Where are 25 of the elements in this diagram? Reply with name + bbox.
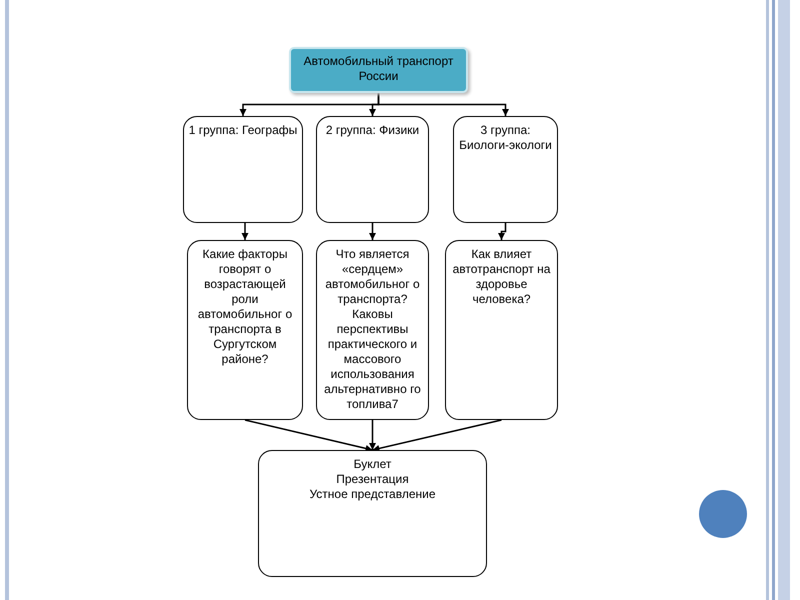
arrow bbox=[242, 223, 248, 240]
group-box bbox=[183, 116, 303, 223]
title-box bbox=[289, 47, 468, 93]
question-box bbox=[316, 240, 429, 420]
arrow bbox=[244, 419, 373, 452]
node-text: 1 группа: Географы bbox=[188, 123, 298, 138]
arrow bbox=[369, 223, 376, 240]
node-text: Презентация bbox=[335, 472, 410, 487]
node-text: Устное представление bbox=[308, 487, 437, 502]
group-box bbox=[316, 116, 429, 223]
arrow bbox=[498, 223, 506, 240]
node-text: Что является «сердцем» автомобильног о транспорта? Каковы перспективы практического и массового использования альтернативно го топлива7 bbox=[323, 247, 422, 412]
question-box bbox=[187, 240, 303, 420]
output-box bbox=[258, 450, 487, 577]
node-text: Автомобильный транспорт России bbox=[302, 54, 454, 84]
arrow bbox=[369, 420, 376, 450]
node-text: Буклет bbox=[352, 457, 392, 472]
arrow bbox=[378, 93, 509, 116]
node-text: 2 группа: Физики bbox=[324, 123, 420, 138]
node-text: Как влияет автотранспорт на здоровье человека? bbox=[452, 247, 552, 307]
group-box bbox=[453, 116, 558, 223]
node-text: Какие факторы говорят о возрастающей роли автомобильног о транспорта в Сургутском районе? bbox=[196, 247, 294, 367]
question-box bbox=[445, 240, 558, 420]
arrow bbox=[372, 419, 502, 452]
node-text: 3 группа: Биологи-экологи bbox=[458, 123, 553, 153]
